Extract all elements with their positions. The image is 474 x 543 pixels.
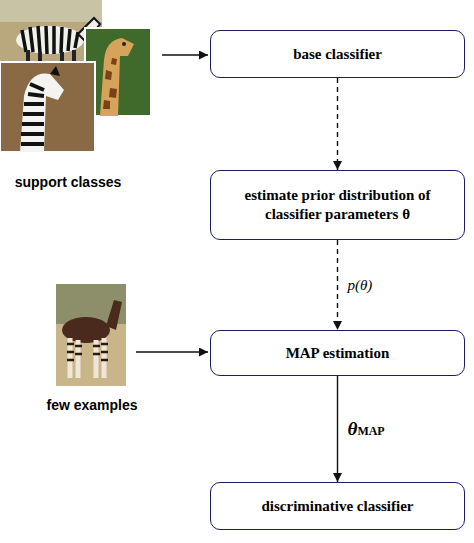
caption-label: support classes xyxy=(15,174,122,190)
edge-label: θMAP xyxy=(348,418,385,440)
caption-label: few examples xyxy=(46,397,137,413)
connector-arrow xyxy=(337,78,338,170)
connector-arrow xyxy=(337,376,338,482)
process-box: base classifier xyxy=(210,30,465,78)
box-text: estimate prior distribution of classifie… xyxy=(225,186,450,224)
process-box: discriminative classifier xyxy=(210,482,465,530)
connector-arrow xyxy=(337,240,338,330)
box-text: discriminative classifier xyxy=(261,497,413,516)
box-text: MAP estimation xyxy=(286,344,390,363)
box-text: base classifier xyxy=(293,45,382,64)
process-box: estimate prior distribution of classifie… xyxy=(210,170,465,240)
okapi-photo xyxy=(56,284,126,386)
input-arrow xyxy=(136,351,208,352)
process-box: MAP estimation xyxy=(210,330,465,376)
input-arrow xyxy=(162,54,208,55)
zebra-photo xyxy=(0,62,95,152)
edge-label: p(θ) xyxy=(348,277,373,294)
